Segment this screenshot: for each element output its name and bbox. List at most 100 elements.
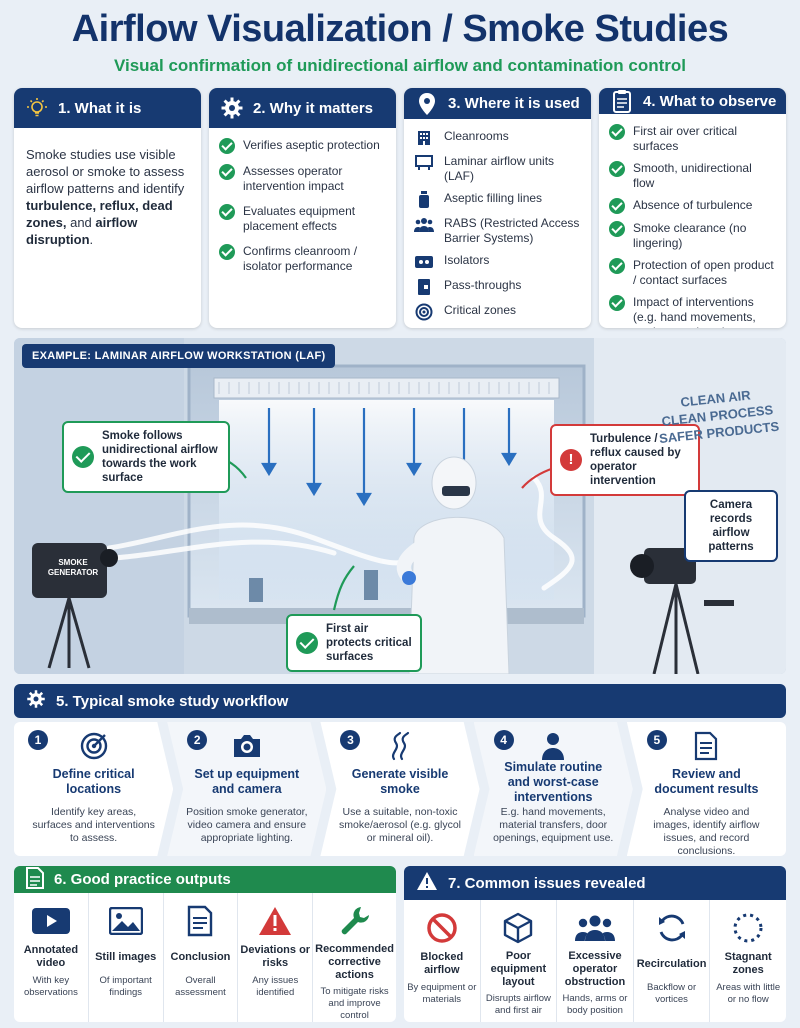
- check-icon: [609, 295, 625, 311]
- check-icon: [219, 244, 235, 260]
- list-item: Critical zones: [414, 303, 581, 321]
- callout-first-air: First air protects critical surfaces: [286, 614, 422, 672]
- lightbulb-icon: [24, 95, 50, 121]
- workflow-steps: 1 Define critical locations Identify key…: [14, 722, 787, 856]
- card-what-it-is: 1. What it is Smoke studies use visible …: [14, 88, 201, 328]
- what-intro: Smoke studies use visible aerosol or smo…: [26, 147, 185, 196]
- card-what-body: Smoke studies use visible aerosol or smo…: [14, 128, 201, 266]
- check-icon: [219, 164, 235, 180]
- laf-workstation-illustration: EXAMPLE: LAMINAR AIRFLOW WORKSTATION (LA…: [14, 338, 786, 674]
- output-item: Recommended corrective actions To mitiga…: [313, 893, 396, 1022]
- card-what-to-observe: 4. What to observe First air over critic…: [599, 88, 786, 328]
- document-icon: [166, 903, 236, 939]
- page-subtitle: Visual confirmation of unidirectional ai…: [113, 56, 687, 75]
- stagnant-zone-icon: [712, 910, 784, 946]
- check-icon: [609, 221, 625, 237]
- list-item: Laminar airflow units (LAF): [414, 154, 581, 184]
- isolator-icon: [414, 253, 434, 271]
- list-item: RABS (Restricted Access Barrier Systems): [414, 216, 581, 246]
- card-header: 3. Where it is used: [404, 88, 591, 119]
- vial-icon: [414, 191, 434, 209]
- issue-item: Stagnant zones Areas with little or no f…: [710, 900, 786, 1022]
- document-icon: [26, 866, 44, 893]
- callout-camera: Camera records airflow patterns: [684, 490, 778, 562]
- workflow-header: 5. Typical smoke study workflow: [14, 684, 786, 718]
- card-title: 1. What it is: [58, 99, 142, 117]
- issue-item: Excessive operator obstruction Hands, ar…: [557, 900, 634, 1022]
- cube-icon: [483, 910, 555, 946]
- location-pin-icon: [414, 91, 440, 117]
- card-title: 2. Why it matters: [253, 99, 374, 117]
- callout-turbulence: ! Turbulence / reflux caused by operator…: [550, 424, 700, 496]
- panel-title: 6. Good practice outputs: [54, 871, 231, 888]
- smoke-generator: [32, 543, 118, 669]
- check-icon: [609, 258, 625, 274]
- recirculation-icon: [636, 910, 708, 946]
- list-item: Isolators: [414, 253, 581, 271]
- person-icon: [492, 730, 615, 762]
- list-item: Pass-throughs: [414, 278, 581, 296]
- what-bold-terms: turbulence, reflux, dead zones,: [26, 198, 173, 230]
- scene-tag: EXAMPLE: LAMINAR AIRFLOW WORKSTATION (LA…: [22, 344, 336, 368]
- list-item: Smooth, unidirectional flow: [609, 161, 776, 191]
- card-header: 2. Why it matters: [209, 88, 396, 128]
- workflow-step: 3 Generate visible smoke Use a suitable,…: [320, 722, 480, 856]
- panel-header: 7. Common issues revealed: [404, 866, 786, 900]
- workflow-step: 1 Define critical locations Identify key…: [14, 722, 174, 856]
- info-cards: 1. What it is Smoke studies use visible …: [14, 88, 786, 328]
- card-title: 3. Where it is used: [448, 95, 580, 112]
- list-item: Absence of turbulence: [609, 198, 776, 214]
- target-icon: [32, 730, 155, 762]
- where-list: Cleanrooms Laminar airflow units (LAF) A…: [404, 119, 591, 328]
- card-title: 4. What to observe: [643, 92, 777, 110]
- blocked-icon: [406, 910, 478, 946]
- smoke-icon: [338, 730, 461, 762]
- warning-icon: [416, 871, 438, 895]
- output-item: Deviations or risks Any issues identifie…: [238, 893, 314, 1022]
- check-icon: [609, 161, 625, 177]
- issue-item: Recirculation Backflow or vortices: [634, 900, 711, 1022]
- gear-icon: [219, 95, 245, 121]
- hood-icon: [414, 154, 434, 172]
- people-icon: [414, 216, 434, 234]
- camera-icon: [185, 730, 308, 762]
- what-and: and: [70, 215, 92, 230]
- observe-list: First air over critical surfaces Smooth,…: [599, 114, 786, 328]
- gear-icon: [26, 689, 46, 713]
- workflow-step: 4 Simulate routine and worst-case interv…: [473, 722, 633, 856]
- card-header: 1. What it is: [14, 88, 201, 128]
- output-item: Conclusion Overall assessment: [164, 893, 239, 1022]
- issue-item: Poor equipment layout Disrupts airflow a…: [481, 900, 558, 1022]
- workflow-step: 5 Review and document results Analyse vi…: [626, 722, 787, 856]
- list-item: Cleanrooms: [414, 129, 581, 147]
- list-item: First air over critical surfaces: [609, 124, 776, 154]
- list-item: Confirms cleanroom / isolator performanc…: [219, 244, 386, 274]
- building-icon: [414, 129, 434, 147]
- issues-items: Blocked airflow By equipment or material…: [404, 900, 786, 1022]
- clipboard-icon: [609, 88, 635, 114]
- pass-through-icon: [414, 278, 434, 296]
- workflow-step: 2 Set up equipment and camera Position s…: [167, 722, 327, 856]
- list-item: Assesses operator intervention impact: [219, 164, 386, 194]
- panel-title: 7. Common issues revealed: [448, 874, 646, 892]
- check-icon: [296, 632, 318, 654]
- why-list: Verifies aseptic protection Assesses ope…: [209, 128, 396, 284]
- image-icon: [91, 903, 161, 939]
- page-header: Airflow Visualization / Smoke Studies Vi…: [0, 0, 800, 80]
- check-icon: [219, 204, 235, 220]
- operator-figure: [396, 456, 510, 674]
- output-item: Still images Of important findings: [89, 893, 164, 1022]
- page-title: Airflow Visualization / Smoke Studies: [71, 8, 729, 50]
- card-why-it-matters: 2. Why it matters Verifies aseptic prote…: [209, 88, 396, 328]
- check-icon: [72, 446, 94, 468]
- play-video-icon: [16, 903, 86, 939]
- card-where-used: 3. Where it is used Cleanrooms Laminar a…: [404, 88, 591, 328]
- generator-label: SMOKE GENERATOR: [47, 558, 99, 577]
- card-header: 4. What to observe: [599, 88, 786, 114]
- list-item: Verifies aseptic protection: [219, 138, 386, 154]
- list-item: Protection of open product / contact sur…: [609, 258, 776, 288]
- section-title: 5. Typical smoke study workflow: [56, 692, 289, 710]
- list-item: Aseptic filling lines: [414, 191, 581, 209]
- check-icon: [609, 198, 625, 214]
- document-icon: [645, 730, 768, 762]
